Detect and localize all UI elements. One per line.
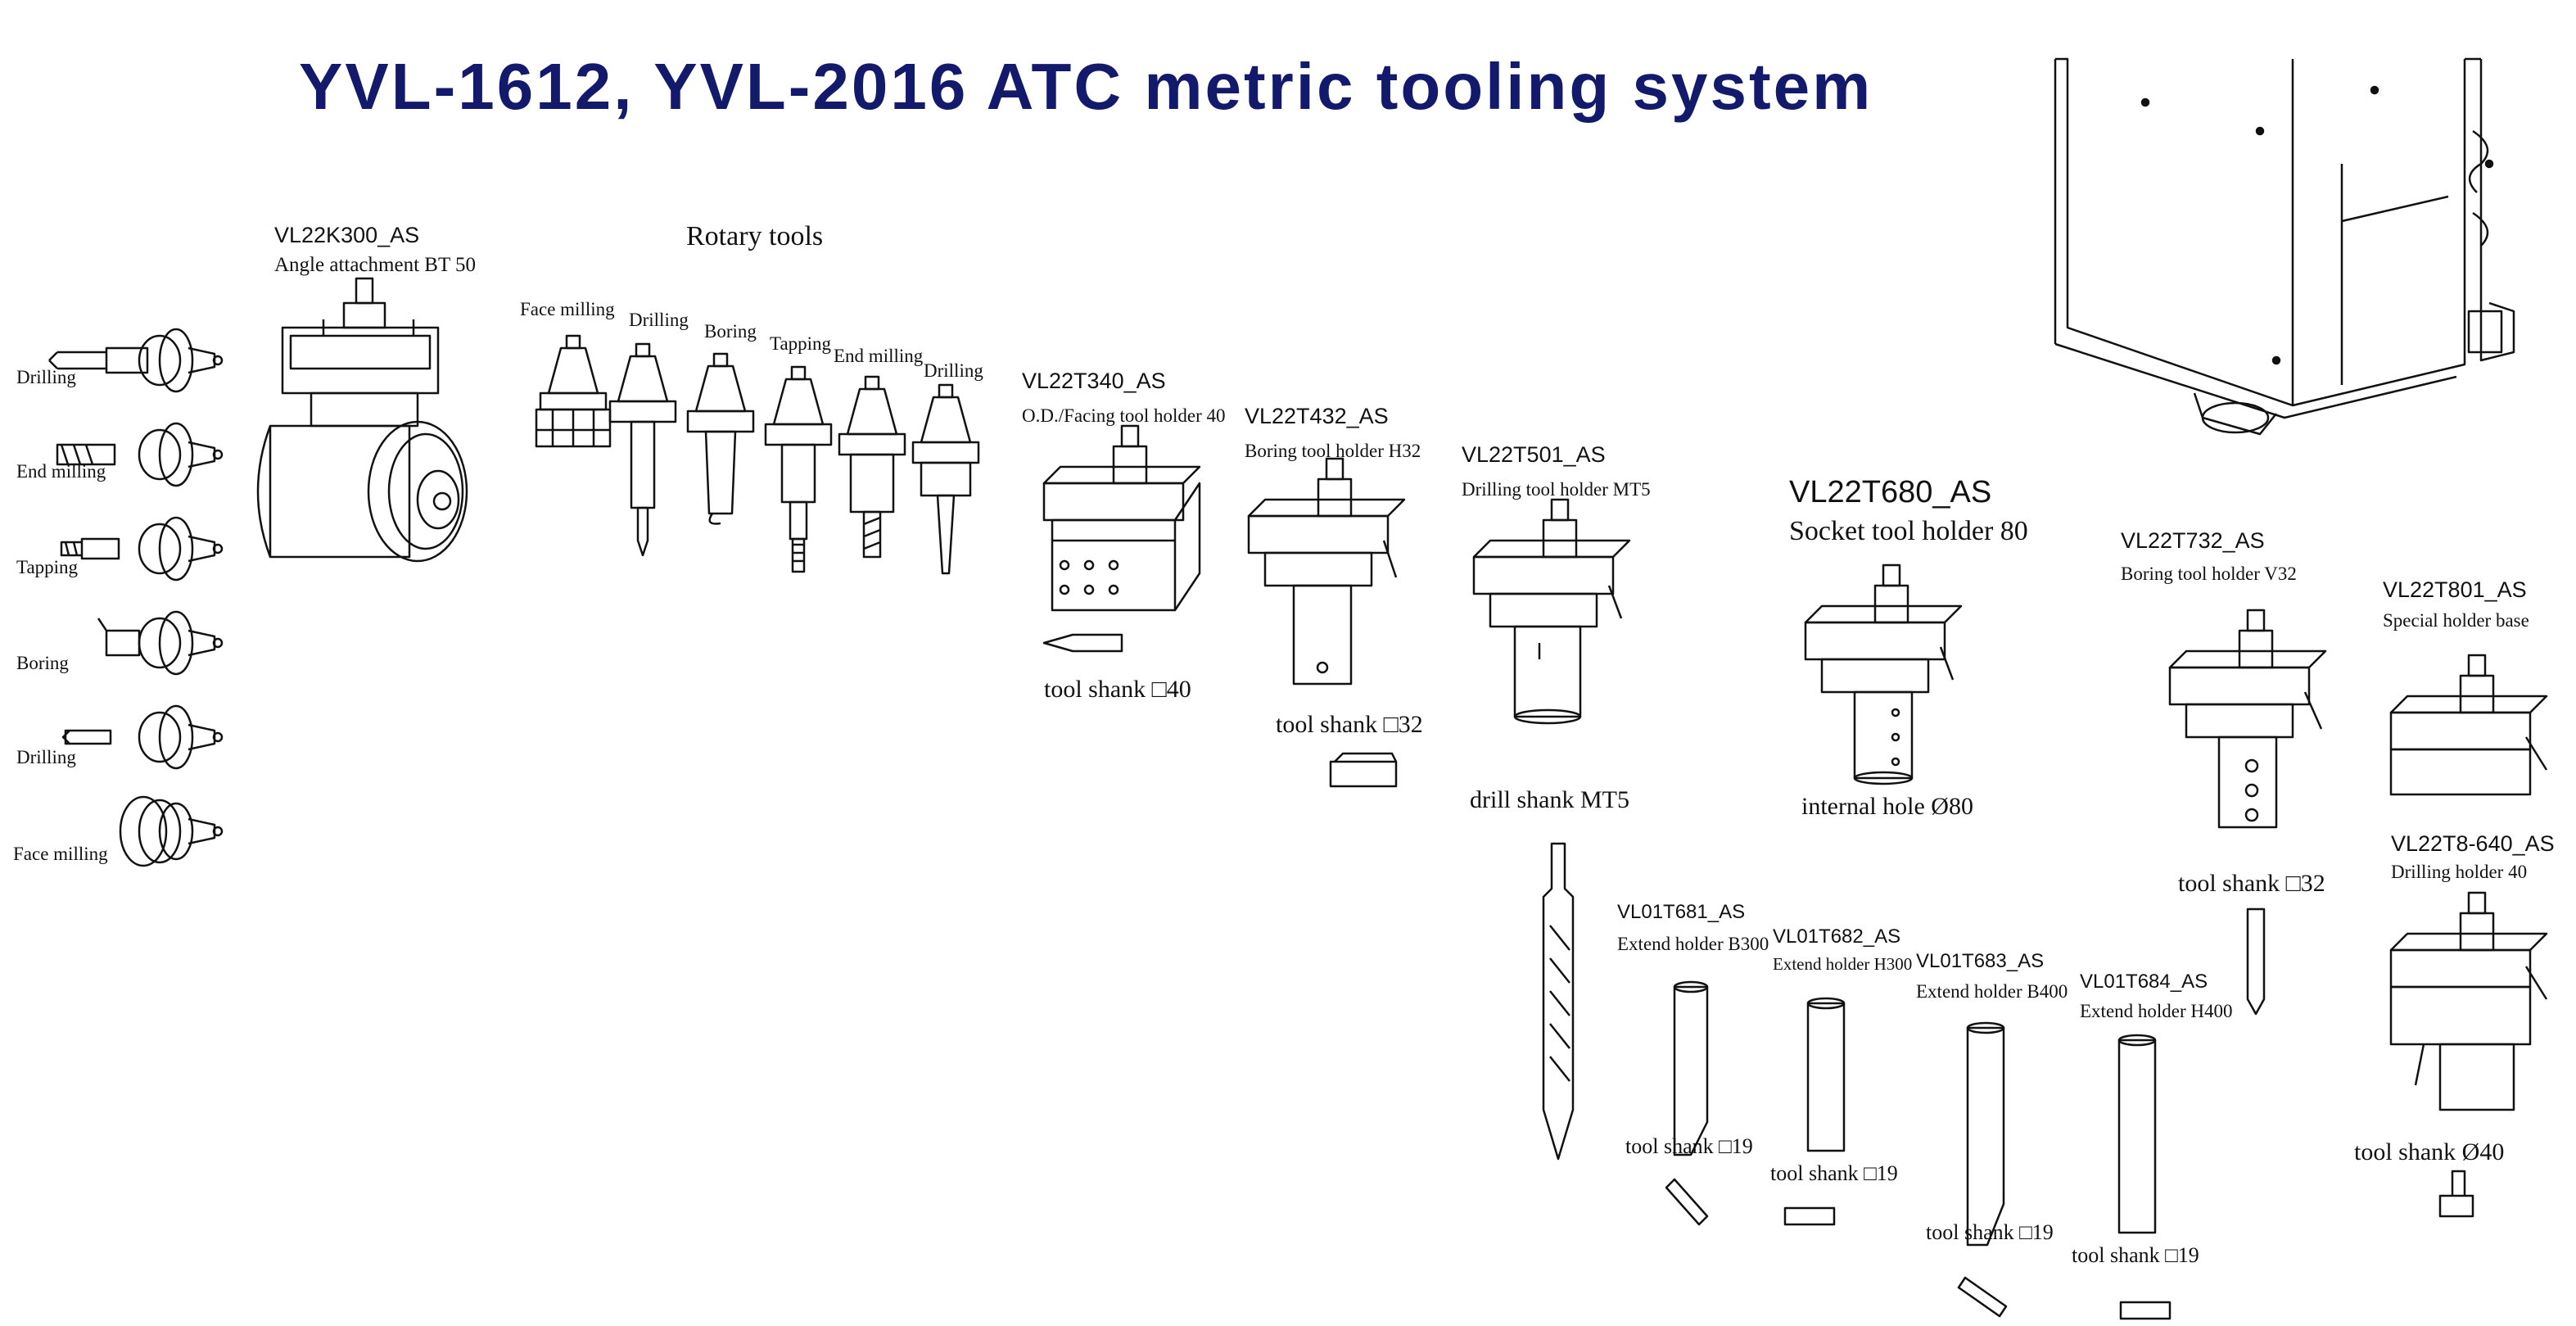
extend-e683-desc: Extend holder B400 <box>1916 981 2068 1002</box>
extend-e682-desc: Extend holder H300 <box>1773 954 1913 974</box>
machine-column-drawing <box>2055 59 2514 434</box>
angle-attachment-code: VL22K300_AS <box>274 223 420 247</box>
rotary-label: Drilling <box>629 310 689 330</box>
left-tool-drawings <box>49 329 222 866</box>
extend-e682-code: VL01T682_AS <box>1773 925 1901 948</box>
left-tool-label: Boring <box>16 653 69 673</box>
holder-t8640-shank: tool shank Ø40 <box>2354 1138 2505 1165</box>
left-tool-label: End milling <box>16 461 106 482</box>
left-tool-label: Tapping <box>16 557 79 577</box>
holder-t340-code: VL22T340_AS <box>1022 369 1166 393</box>
extend-e684-code: VL01T684_AS <box>2080 971 2208 993</box>
holder-t680-desc: Socket tool holder 80 <box>1789 516 2028 546</box>
extend-e681-desc: Extend holder B300 <box>1617 934 1769 954</box>
holder-t501-desc: Drilling tool holder MT5 <box>1462 479 1651 500</box>
left-tool-label: Drilling <box>16 747 76 767</box>
rotary-heading: Rotary tools <box>686 221 824 251</box>
extend-holder-drawings <box>1666 982 2170 1319</box>
page-title: YVL-1612, YVL-2016 ATC metric tooling sy… <box>299 50 1873 123</box>
extend-e684-desc: Extend holder H400 <box>2080 1001 2233 1021</box>
rotary-label: Face milling <box>520 299 615 319</box>
rotary-tool-drawings <box>536 336 978 573</box>
holder-t801-code: VL22T801_AS <box>2383 577 2527 602</box>
holder-t501-code: VL22T501_AS <box>1462 442 1606 467</box>
holder-t732-shank: tool shank □32 <box>2178 870 2325 897</box>
extend-e682-shank: tool shank □19 <box>1770 1161 1898 1185</box>
holder-t732-desc: Boring tool holder V32 <box>2121 563 2297 584</box>
angle-attachment-desc: Angle attachment BT 50 <box>274 254 477 276</box>
left-tool-label: Drilling <box>16 367 76 387</box>
rotary-label: Boring <box>704 321 757 342</box>
left-tool-label: Face milling <box>13 844 108 864</box>
holder-t501-shank: drill shank MT5 <box>1470 786 1629 813</box>
rotary-label: Tapping <box>770 333 832 354</box>
holder-t680-shank: internal hole Ø80 <box>1801 793 1973 820</box>
holder-t340-shank: tool shank □40 <box>1044 676 1191 703</box>
extend-e684-shank: tool shank □19 <box>2072 1243 2199 1267</box>
holder-t432-code: VL22T432_AS <box>1245 404 1389 428</box>
angle-attachment-drawing <box>258 278 467 561</box>
extend-e681-code: VL01T681_AS <box>1617 901 1746 923</box>
extend-e681-shank: tool shank □19 <box>1625 1134 1753 1158</box>
extend-e683-code: VL01T683_AS <box>1916 950 2045 972</box>
holder-t8640-code: VL22T8-640_AS <box>2391 831 2555 856</box>
holder-t732-code: VL22T732_AS <box>2121 528 2265 553</box>
rotary-label: Drilling <box>924 360 983 381</box>
holder-t432-shank: tool shank □32 <box>1276 711 1423 738</box>
holder-t432-desc: Boring tool holder H32 <box>1245 441 1421 461</box>
holder-t340-desc: O.D./Facing tool holder 40 <box>1022 405 1226 426</box>
holder-t8640-desc: Drilling holder 40 <box>2391 862 2528 882</box>
holder-t680-code: VL22T680_AS <box>1789 475 1992 509</box>
rotary-label: End milling <box>834 346 924 366</box>
holder-drawings <box>1044 426 2547 1216</box>
holder-t801-desc: Special holder base <box>2383 610 2529 631</box>
extend-e683-shank: tool shank □19 <box>1926 1220 2054 1244</box>
